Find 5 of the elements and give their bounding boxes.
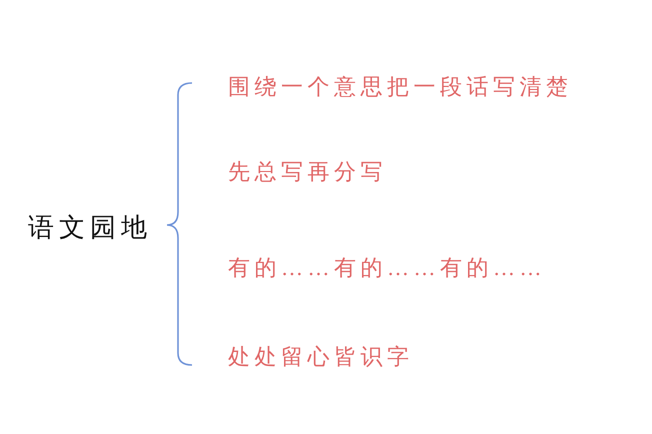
branch-text: 围绕一个意思把一段话写清楚 bbox=[228, 74, 572, 100]
branch-text: 有的……有的……有的…… bbox=[228, 255, 546, 282]
topic-title: 语文园地 bbox=[28, 212, 152, 243]
branch-text: 先总写再分写 bbox=[228, 159, 387, 186]
branch-text: 处处留心皆识字 bbox=[228, 344, 414, 370]
